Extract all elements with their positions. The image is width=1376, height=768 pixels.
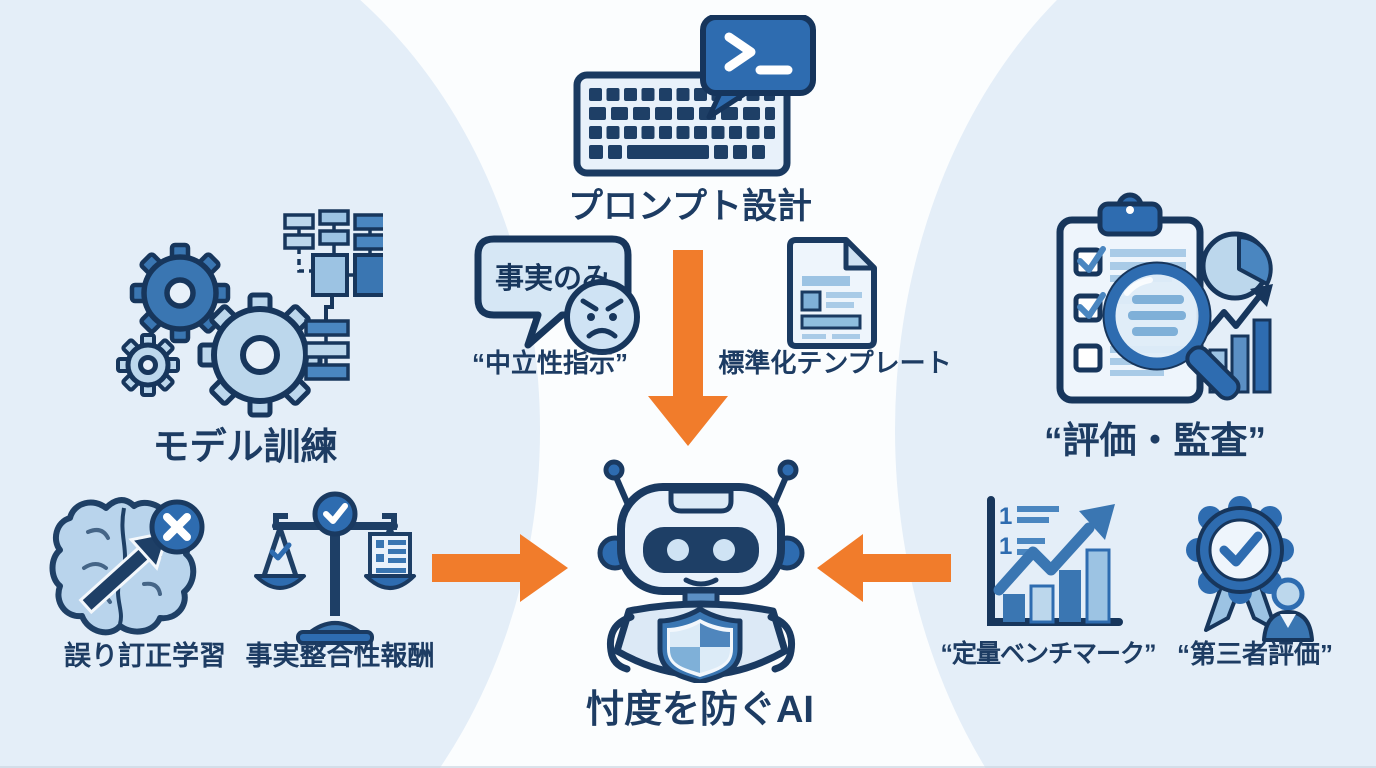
label-fact-consistency-reward: 事実整合性報酬	[245, 641, 435, 671]
section-title-model-training: モデル訓練	[152, 426, 338, 467]
section-title-prompt-design: プロンプト設計	[568, 187, 812, 226]
section-title-evaluation-audit: “評価・監査”	[1044, 420, 1266, 461]
diagram-title-sontaku-ai: 忖度を防ぐAI	[585, 689, 814, 731]
robot-shield-icon	[597, 459, 805, 683]
arrow-left-to-center	[432, 534, 568, 602]
balance-scale-icon	[254, 491, 416, 645]
benchmark-chart-icon: 1 1	[987, 496, 1123, 626]
arrow-top-to-center	[648, 250, 728, 446]
gears-flowchart-icon	[116, 209, 383, 418]
flowchart-icon	[283, 209, 383, 381]
terminal-bubble-icon	[700, 15, 816, 120]
speech-bubble-angry-face-icon: 事実のみ	[474, 235, 640, 355]
pie-chart-icon	[1200, 231, 1273, 301]
brain-correction-icon	[49, 497, 205, 636]
award-person-icon	[1186, 496, 1314, 642]
label-third-party-evaluation: “第三者評価”	[1176, 639, 1333, 669]
magnifier-icon	[1102, 261, 1241, 401]
label-neutrality-instruction: “中立性指示”	[471, 348, 628, 378]
label-standardized-template: 標準化テンプレート	[718, 348, 952, 378]
label-quantitative-benchmark: “定量ベンチマーク”	[940, 640, 1156, 668]
arrow-right-to-center	[817, 534, 951, 602]
clipboard-magnifier-icon	[1056, 192, 1273, 404]
bottom-divider	[0, 766, 1376, 768]
label-error-correction-learning: 誤り訂正学習	[64, 641, 226, 671]
keyboard-terminal-icon	[573, 15, 816, 177]
svg-text:1: 1	[999, 533, 1012, 560]
document-template-icon	[787, 237, 877, 349]
svg-text:1: 1	[999, 503, 1012, 530]
